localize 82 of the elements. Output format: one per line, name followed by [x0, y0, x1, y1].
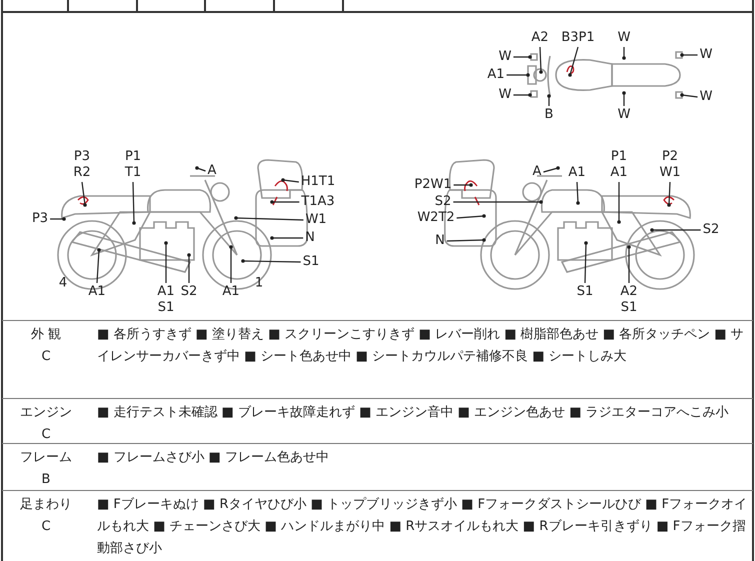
- leader-line: [195, 166, 206, 172]
- leader-line: [584, 241, 588, 284]
- leader-line: [241, 259, 301, 263]
- category-label: 外 観: [30, 326, 62, 344]
- leader-line: [622, 47, 626, 60]
- leader-line: [164, 241, 168, 283]
- callout-code: P3: [32, 211, 48, 227]
- callout-code: N: [305, 230, 315, 246]
- leader-line: [513, 93, 532, 97]
- motorcycle-top-view-drawing: [527, 51, 683, 99]
- callout-code: H1T1: [300, 174, 336, 190]
- callout-code: B3P1: [561, 30, 595, 46]
- callout-code: W: [700, 89, 712, 105]
- callout-code: S1: [576, 284, 594, 300]
- defect-list: ■ Fブレーキぬけ ■ Rタイヤひび小 ■ トップブリッジきず小 ■ Fフォークダストシールひび ■ Fフォークオイルもれ大 ■ チェーンさび大 ■ ハンドルまがり中 ■ Rサスオイルもれ大 ■ Rブレーキ引きずり ■ Fフォーク摺動部さび小: [97, 494, 749, 560]
- callout-code: P1 T1: [124, 149, 142, 181]
- leader-line: [132, 182, 136, 225]
- grade-label: C: [40, 348, 52, 366]
- leader-line: [446, 238, 486, 242]
- callout-code: W: [498, 87, 512, 103]
- callout-code: W: [618, 30, 630, 46]
- callout-code: P2 W1: [659, 149, 681, 181]
- grade-label: C: [40, 518, 52, 536]
- callout-code: A1: [222, 284, 240, 300]
- leader-line: [543, 166, 560, 173]
- callout-code: A: [532, 164, 542, 180]
- leader-line: [667, 182, 671, 207]
- callout-code: A1: [88, 284, 106, 300]
- category-label: エンジン: [19, 404, 73, 422]
- defect-list: ■ フレームさび小 ■ フレーム色あせ中: [97, 447, 749, 469]
- category-label: フレーム: [19, 449, 73, 467]
- leader-line: [576, 182, 580, 205]
- callout-number: 4: [58, 276, 68, 290]
- leader-line: [456, 214, 486, 219]
- callout-code: T1A3: [301, 194, 335, 210]
- leader-line: [568, 46, 579, 77]
- leader-line: [627, 245, 631, 283]
- leader-line: [650, 228, 701, 232]
- callout-code: W: [700, 47, 712, 63]
- callout-code: S1: [302, 254, 320, 270]
- defect-list: ■ 走行テスト未確認 ■ ブレーキ故障走れず ■ エンジン音中 ■ エンジン色あせ ■ ラジエターコアへこみ小: [97, 402, 749, 424]
- leader-line: [680, 93, 698, 98]
- leader-line: [506, 73, 530, 77]
- callout-code: S2: [180, 284, 198, 300]
- leader-line: [617, 182, 621, 224]
- callout-code: A1 S1: [157, 284, 175, 316]
- leader-line: [234, 216, 304, 221]
- leader-line: [281, 178, 299, 183]
- callout-code: A: [208, 163, 216, 179]
- leader-line: [96, 248, 101, 284]
- callout-code: B: [544, 107, 554, 123]
- leader-line: [539, 46, 543, 74]
- leader-line: [680, 53, 698, 57]
- leader-line: [547, 94, 551, 106]
- callout-code: S2: [434, 194, 452, 210]
- callout-code: A1: [568, 165, 586, 181]
- leader-line: [187, 253, 191, 283]
- grade-label: C: [40, 426, 52, 444]
- leader-line: [454, 183, 473, 187]
- callout-code: W: [618, 107, 630, 123]
- callout-code: A2 S1: [620, 284, 638, 316]
- category-label: 足まわり: [19, 496, 73, 514]
- grade-label: B: [40, 471, 52, 489]
- callout-code: P1 A1: [610, 149, 628, 181]
- leader-line: [270, 236, 304, 240]
- callout-code: P2W1: [414, 177, 452, 193]
- leader-line: [453, 200, 543, 204]
- callout-number: 1: [254, 276, 264, 290]
- callout-code: W: [498, 49, 512, 65]
- leader-line: [622, 91, 626, 106]
- callout-code: W1: [305, 212, 327, 228]
- leader-line: [50, 217, 66, 221]
- leader-line: [270, 200, 300, 204]
- defect-list: ■ 各所うすきず ■ 塗り替え ■ スクリーンこすりきず ■ レバー削れ ■ 樹脂部色あせ ■ 各所タッチペン ■ サイレンサーカバーきず中 ■ シート色あせ中 ■ シートカウルパテ補修不良 ■ シートしみ大: [97, 324, 749, 368]
- callout-code: N: [435, 233, 445, 249]
- callout-code: A2: [531, 30, 549, 46]
- callout-code: P3 R2: [73, 149, 91, 181]
- leader-line: [513, 55, 532, 59]
- callout-code: A1: [487, 67, 505, 83]
- leader-line: [81, 182, 87, 207]
- callout-code: W2T2: [417, 210, 455, 226]
- callout-code: S2: [702, 222, 720, 238]
